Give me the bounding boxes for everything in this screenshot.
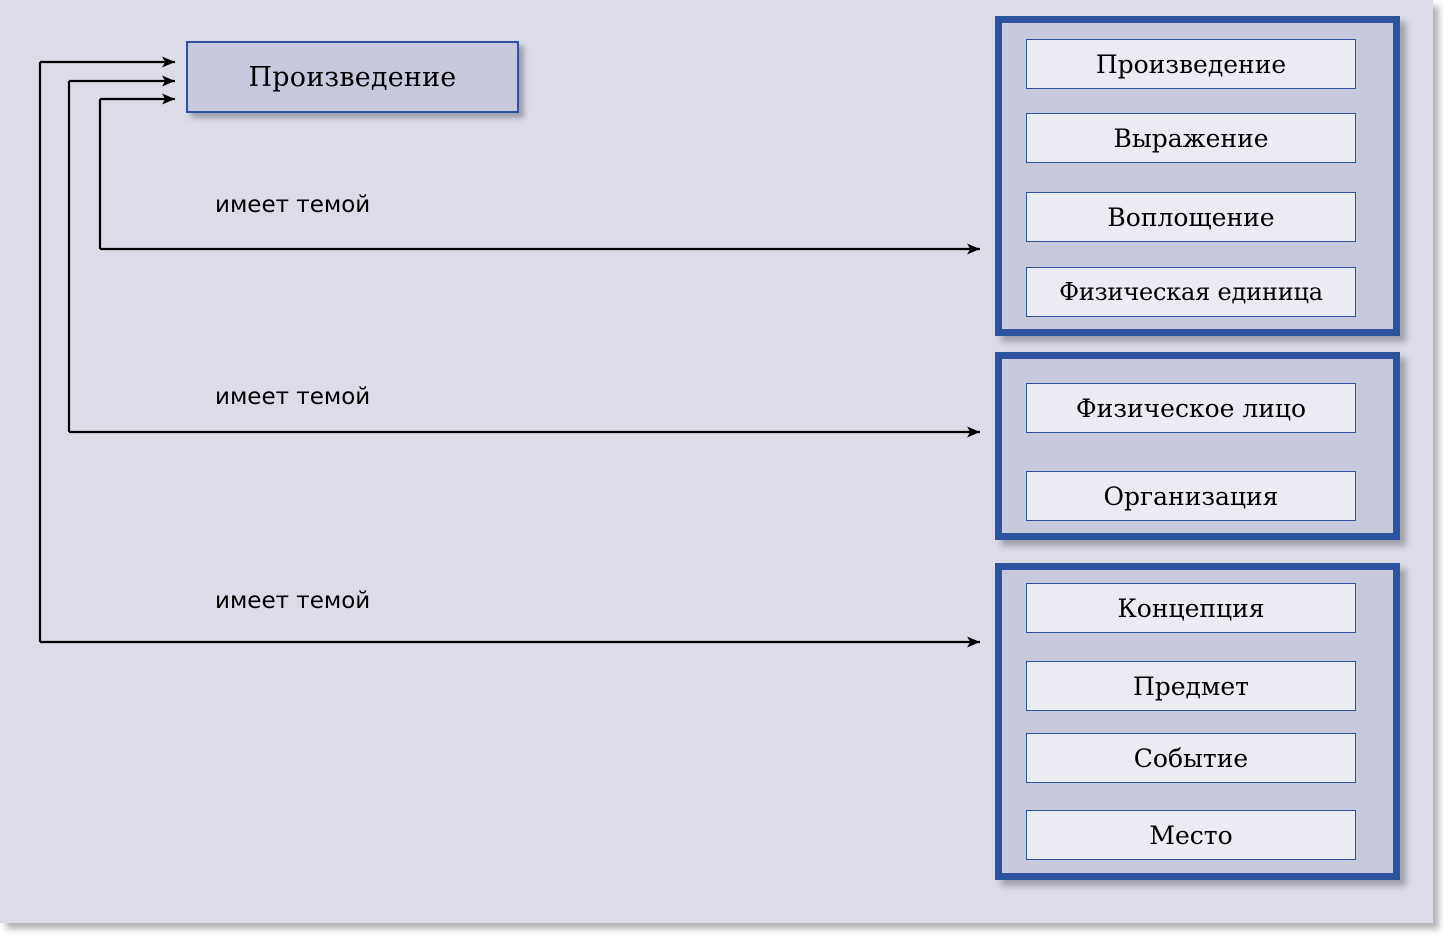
item-label: Предмет (1132, 671, 1250, 701)
item-voploshchenie[interactable]: Воплощение (1026, 192, 1356, 242)
group-box-works[interactable]: Произведение Выражение Воплощение Физиче… (995, 16, 1400, 336)
item-kontseptsiya[interactable]: Концепция (1026, 583, 1356, 633)
entity-work-box[interactable]: Произведение (186, 41, 519, 113)
item-label: Физическое лицо (1075, 393, 1307, 423)
edge-label-has-subject-agents: имеет темой (215, 384, 371, 410)
entity-work-label: Произведение (248, 61, 457, 93)
item-mesto[interactable]: Место (1026, 810, 1356, 860)
item-label: Произведение (1095, 49, 1287, 79)
item-label: Организация (1103, 481, 1279, 511)
item-label: Место (1149, 820, 1233, 850)
item-label: Концепция (1117, 593, 1265, 623)
group-agents-items: Физическое лицо Организация (1002, 359, 1393, 533)
item-predmet[interactable]: Предмет (1026, 661, 1356, 711)
group-subjects-items: Концепция Предмет Событие Место (1002, 570, 1393, 873)
group-box-subjects[interactable]: Концепция Предмет Событие Место (995, 563, 1400, 880)
item-label: Воплощение (1107, 202, 1275, 232)
edge-has-subject-agents (67, 75, 980, 438)
edge-label-has-subject-works: имеет темой (215, 192, 371, 218)
edge-has-subject-subjects (38, 56, 980, 648)
item-sobytie[interactable]: Событие (1026, 733, 1356, 783)
item-label: Выражение (1113, 123, 1269, 153)
item-organizatsiya[interactable]: Организация (1026, 471, 1356, 521)
item-fizicheskoe-litso[interactable]: Физическое лицо (1026, 383, 1356, 433)
edge-has-subject-works (98, 93, 980, 255)
diagram-canvas: Произведение имеет темой имеет темой име… (0, 0, 1433, 923)
item-fizicheskaya-edinitsa[interactable]: Физическая единица (1026, 267, 1356, 317)
group-works-items: Произведение Выражение Воплощение Физиче… (1002, 23, 1393, 329)
group-box-agents[interactable]: Физическое лицо Организация (995, 352, 1400, 540)
item-label: Физическая единица (1059, 278, 1323, 306)
edge-label-has-subject-subjects: имеет темой (215, 588, 371, 614)
item-vyrazhenie[interactable]: Выражение (1026, 113, 1356, 163)
item-label: Событие (1133, 743, 1249, 773)
item-proizvedenie[interactable]: Произведение (1026, 39, 1356, 89)
